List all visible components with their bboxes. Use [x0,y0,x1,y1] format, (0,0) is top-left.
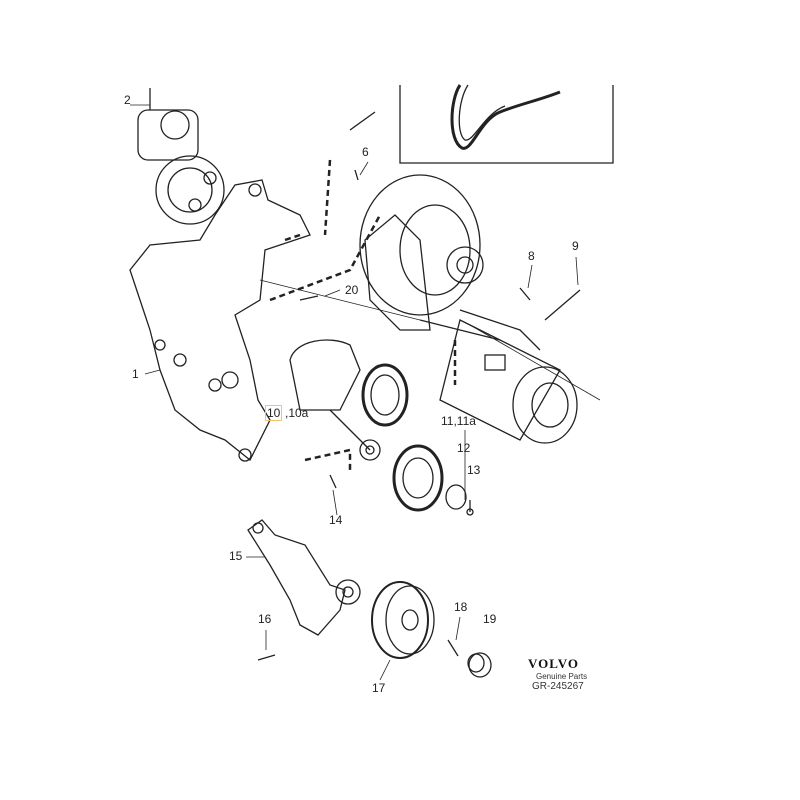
callout-10[interactable]: 10 [264,405,283,421]
callout-18[interactable]: 18 [454,600,468,614]
belt-inset [399,84,614,164]
callout-6[interactable]: 6 [362,145,369,159]
mounting-bracket [129,179,311,462]
pulley-17 [371,581,435,659]
idler-pulley [392,444,474,516]
callout-17[interactable]: 17 [372,681,386,695]
callout-10a[interactable]: ,10a [285,406,309,420]
callout-15[interactable]: 15 [229,549,243,563]
callout-9[interactable]: 9 [572,239,579,253]
callout-2[interactable]: 2 [124,93,131,107]
callout-8[interactable]: 8 [528,249,535,263]
alternator [359,174,541,351]
power-steering-pump [137,88,225,225]
bolts [257,111,581,661]
belt-tensioner [289,339,409,461]
callout-12[interactable]: 12 [457,441,471,455]
callout-13[interactable]: 13 [467,463,481,477]
cap-19 [467,652,492,678]
callout-11-11a[interactable]: 11,11a [441,414,476,428]
volvo-logo: VOLVO [528,656,579,671]
callout-16[interactable]: 16 [258,612,272,626]
drawing-number: GR-245267 [532,681,584,692]
genuine-parts-tagline: Genuine Parts [536,672,588,681]
ac-compressor [439,319,578,444]
leader-lines [130,104,601,681]
callout-20[interactable]: 20 [345,283,359,297]
idler-bracket [247,519,361,636]
callout-19[interactable]: 19 [483,612,497,626]
callout-1[interactable]: 1 [132,367,139,381]
assembly-guide-lines [269,159,457,470]
callout-14[interactable]: 14 [329,513,343,527]
